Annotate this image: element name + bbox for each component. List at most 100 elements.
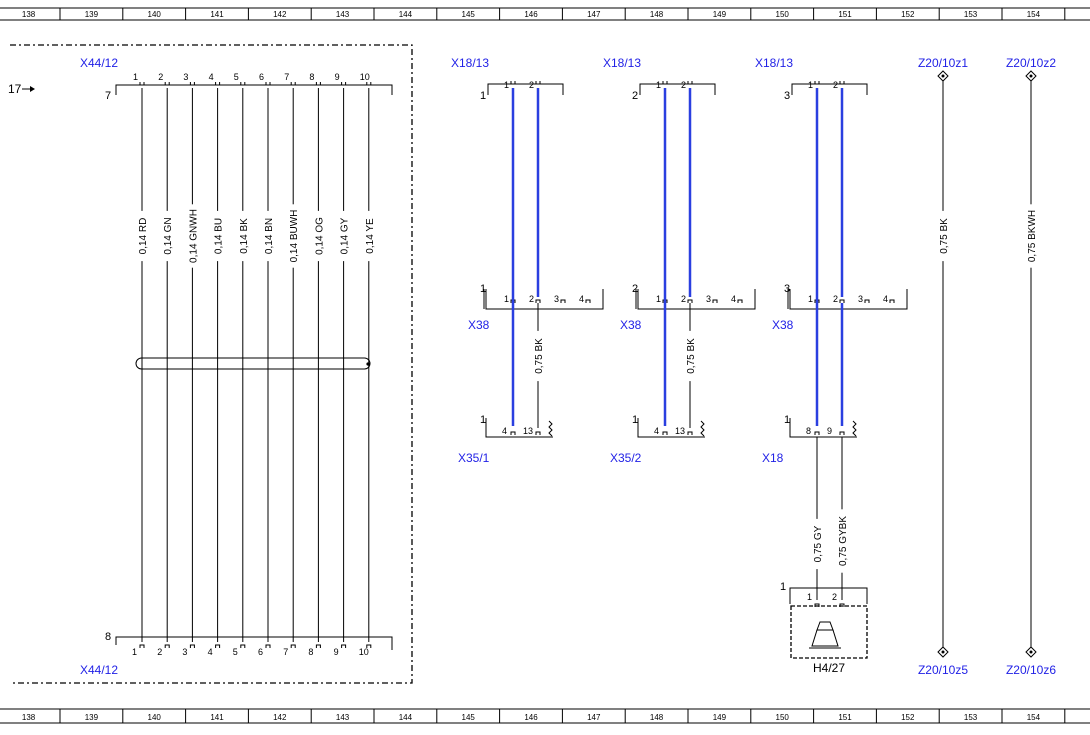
- pin-terminal: [265, 644, 271, 648]
- wire-label-bg: [683, 330, 697, 382]
- splice-node-dot: [941, 74, 945, 78]
- pin-number: 7: [284, 72, 289, 82]
- pin-number: 3: [554, 294, 559, 304]
- connector-label-bottom: X35/1: [458, 451, 490, 465]
- bundle-dot: [366, 362, 370, 366]
- grid-column-number: 148: [650, 713, 664, 722]
- pin-number: 1: [504, 80, 509, 90]
- wire-label-bg: [835, 509, 849, 573]
- wire-label-x44: 0,14 GN: [163, 217, 174, 254]
- grid-column-number: 152: [901, 10, 915, 19]
- pin-number: 4: [654, 426, 659, 436]
- pin-terminal: [814, 81, 820, 85]
- grid-column-number: 153: [964, 10, 978, 19]
- connector-side-number: 7: [105, 90, 111, 102]
- shield-squiggle-icon: [852, 420, 857, 437]
- connector-horn: [789, 587, 868, 604]
- connector-label-x44-bottom: X44/12: [80, 663, 118, 677]
- grid-column-number: 142: [273, 10, 287, 19]
- grid-column-number: 144: [399, 713, 413, 722]
- wire-label-splice: 0,75 BK: [939, 218, 950, 254]
- connector-label-x38: X38: [468, 318, 490, 332]
- pin-number: 5: [233, 647, 238, 657]
- pin-number: 1: [133, 72, 138, 82]
- pin-number: 7: [283, 647, 288, 657]
- pin-terminal: [510, 81, 516, 85]
- pin-number: 1: [504, 294, 509, 304]
- wire-label-bg: [185, 204, 200, 268]
- pin-terminal: [864, 299, 870, 303]
- pin-terminal: [535, 299, 541, 303]
- grid-column-number: 140: [148, 713, 162, 722]
- wire-label-x44: 0,14 GY: [340, 217, 351, 254]
- pin-number: 5: [234, 72, 239, 82]
- connector-label-x38: X38: [772, 318, 794, 332]
- grid-column-number: 144: [399, 10, 413, 19]
- pin-number: 4: [579, 294, 584, 304]
- grid-column-number: 147: [587, 10, 601, 19]
- connector-side-number: 2: [632, 90, 638, 102]
- grid-column-number: 150: [776, 10, 790, 19]
- wire-label-x44: 0,14 GNWH: [188, 209, 199, 263]
- pin-number: 10: [359, 647, 369, 657]
- connector-x38: [637, 289, 756, 310]
- pin-number: 6: [258, 647, 263, 657]
- connector-x38: [789, 289, 908, 310]
- wire-label-bg: [135, 210, 149, 262]
- connector-side-number: 1: [480, 414, 486, 426]
- wire-label-x44: 0,14 BK: [239, 218, 250, 254]
- pin-terminal: [215, 82, 221, 86]
- pin-number: 3: [706, 294, 711, 304]
- shield-squiggle-icon: [700, 420, 705, 437]
- grid-column-number: 153: [964, 713, 978, 722]
- wire-label-splice: 0,75 BKWH: [1027, 210, 1038, 262]
- pin-number: 13: [675, 426, 685, 436]
- connector-side-number: 1: [480, 283, 486, 295]
- pin-number: 2: [529, 80, 534, 90]
- connector-side-number: 1: [480, 90, 486, 102]
- grid-column-number: 149: [713, 10, 727, 19]
- pin-number: 8: [806, 426, 811, 436]
- pin-terminal: [839, 431, 845, 435]
- pin-terminal: [737, 299, 743, 303]
- wire-label-bg: [531, 330, 545, 382]
- pin-number: 3: [183, 72, 188, 82]
- pin-terminal: [510, 431, 516, 435]
- pin-number: 9: [335, 72, 340, 82]
- wire-label-x44: 0,14 BN: [264, 218, 275, 254]
- grid-column-number: 145: [462, 713, 476, 722]
- grid-column-number: 145: [462, 10, 476, 19]
- grid-column-number: 142: [273, 713, 287, 722]
- reference-number: 17: [8, 82, 22, 96]
- splice-label-bottom: Z20/10z6: [1006, 663, 1056, 677]
- pin-terminal: [139, 82, 145, 86]
- pin-terminal: [687, 81, 693, 85]
- pin-number: 2: [681, 80, 686, 90]
- splice-label-top: Z20/10z2: [1006, 56, 1056, 70]
- pin-number: 4: [883, 294, 888, 304]
- pin-terminal: [164, 644, 170, 648]
- pin-number: 2: [833, 80, 838, 90]
- module-border-dashed: [10, 44, 413, 684]
- pin-number: 6: [259, 72, 264, 82]
- pin-number: 1: [656, 294, 661, 304]
- pin-number: 8: [309, 72, 314, 82]
- connector-x44-bottom: [115, 636, 393, 650]
- grid-column-number: 138: [22, 713, 36, 722]
- pin-number: 2: [157, 647, 162, 657]
- connector-x44-top: [115, 84, 393, 95]
- grid-column-number: 148: [650, 10, 664, 19]
- connector-x18-13: [487, 83, 564, 95]
- pin-terminal: [712, 299, 718, 303]
- cable-bundle-sleeve: [135, 357, 371, 370]
- pin-number: 2: [158, 72, 163, 82]
- pin-terminal: [240, 82, 246, 86]
- wire-label-bg: [336, 210, 351, 262]
- pin-terminal: [662, 431, 668, 435]
- pin-number: 1: [656, 80, 661, 90]
- wire-label-bg: [1024, 204, 1038, 268]
- reference-arrow-head: [30, 86, 35, 92]
- splice-node-dot: [941, 650, 945, 654]
- pin-number: 1: [132, 647, 137, 657]
